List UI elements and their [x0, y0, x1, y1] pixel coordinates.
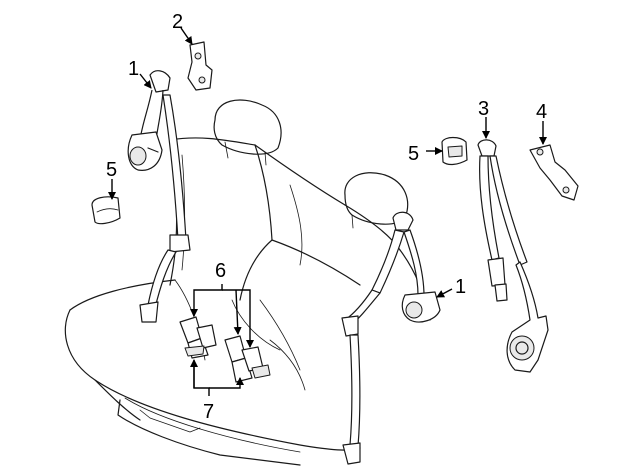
callout-1-right: 1 — [455, 276, 466, 298]
callout-3: 3 — [478, 98, 489, 120]
callout-1-left: 1 — [128, 58, 139, 80]
right-outer-belt-retractor — [341, 211, 441, 465]
center-belt-retractor-part-3 — [477, 139, 549, 373]
left-outer-belt-retractor — [127, 70, 191, 323]
callout-7: 7 — [203, 401, 214, 423]
upper-bracket-part-2 — [187, 41, 213, 91]
callout-5-right: 5 — [408, 143, 419, 165]
callout-5-left: 5 — [106, 159, 117, 181]
center-bracket-part-4 — [529, 144, 579, 201]
callout-labels: 1 2 3 4 5 5 6 7 1 — [106, 11, 547, 423]
callout-4: 4 — [536, 101, 547, 123]
trim-cover-right-part-5 — [441, 136, 468, 166]
leader-lines — [108, 27, 547, 396]
callout-6: 6 — [215, 260, 226, 282]
buckle-assemblies-parts-6-7 — [179, 316, 271, 383]
trim-cover-left-part-5 — [91, 196, 121, 225]
callout-2: 2 — [172, 11, 183, 33]
